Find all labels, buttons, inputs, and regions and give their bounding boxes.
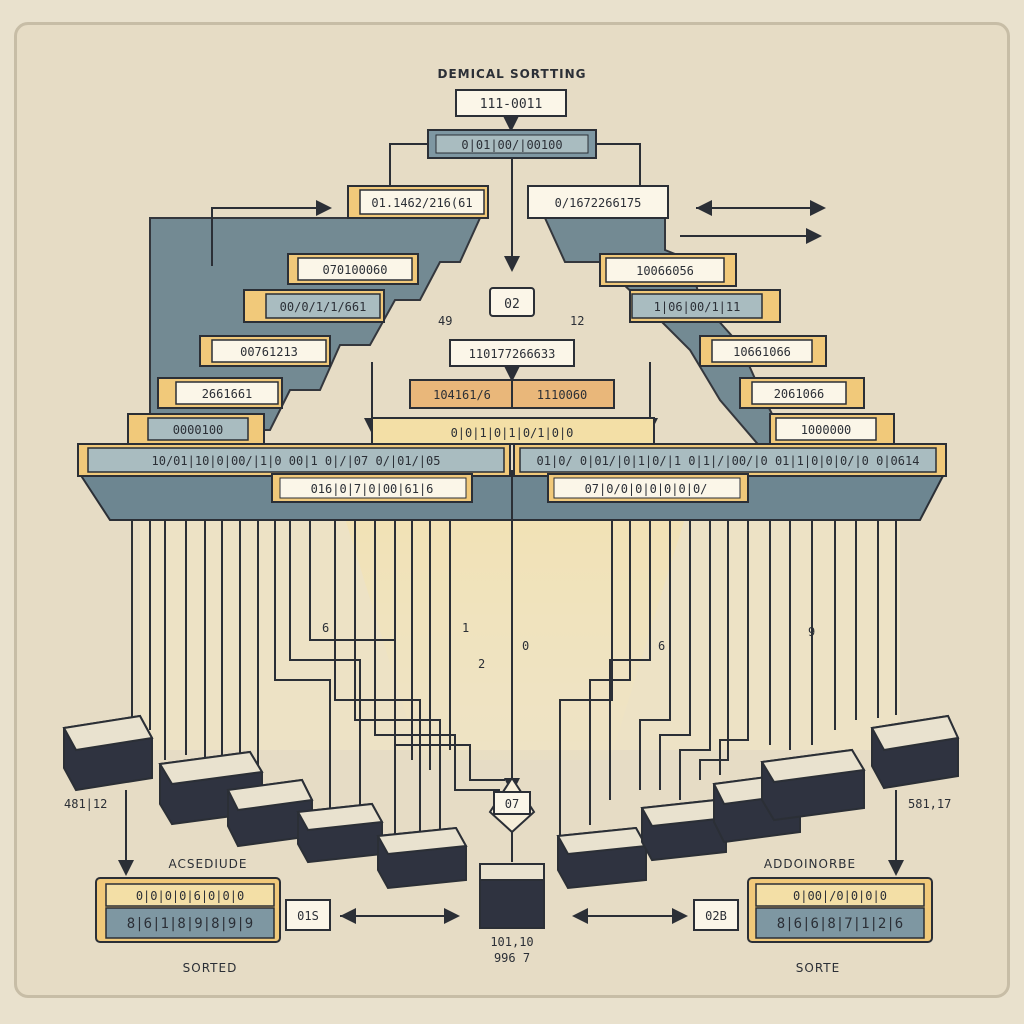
diagram-title: DEMICAL SORTTING <box>437 67 586 81</box>
sub-left-inner <box>279 477 467 499</box>
root-branch-lines <box>389 143 641 185</box>
bucket-stack-left-1 <box>62 714 154 792</box>
left-small-box <box>285 899 331 931</box>
lane-number-1: 6 <box>322 621 329 635</box>
center-stack-line-2: 996 7 <box>494 951 530 965</box>
bucket-stack-right-4 <box>760 748 866 822</box>
lane-number-5: 6 <box>658 639 665 653</box>
left-feedback-arrow <box>211 200 332 266</box>
right-branch-item-2: 10066056 <box>636 264 694 278</box>
right-result-top: 0|00|/0|0|0|0 <box>793 889 887 903</box>
right-result-bottom: 8|6|6|8|7|1|2|6 <box>777 916 903 932</box>
right-branch-item-1: 0/1672266175 <box>555 196 642 210</box>
bucket-stack-right-5 <box>870 714 960 790</box>
bucket-stack-left-5 <box>376 826 468 890</box>
lane-number-2: 1 <box>462 621 469 635</box>
right-result-array: 0|00|/0|0|0|0 8|6|6|8|7|1|2|6 <box>747 877 933 943</box>
right-small-label: 02B <box>705 909 727 923</box>
left-branch-item-4: 00761213 <box>240 345 298 359</box>
left-result-array: 0|0|0|0|6|0|0|0 8|6|1|8|9|8|9|9 <box>95 877 281 943</box>
left-branch-item-2: 070100060 <box>322 263 387 277</box>
right-sorted-label: SORTE <box>796 961 840 975</box>
center-node-box <box>493 791 531 815</box>
right-asc-label: ADDOINORBE <box>764 857 856 871</box>
center-label: 02 <box>504 297 520 312</box>
bucket-stack-left-4 <box>296 802 384 864</box>
wide-left-array: 10/01|10|0|00/|1|0 00|1 0|/|07 0/|01/|05 <box>152 454 441 468</box>
left-result-top: 0|0|0|0|6|0|0|0 <box>136 889 244 903</box>
right-branch-item-5: 2061066 <box>774 387 825 401</box>
left-sorted-label: SORTED <box>183 961 238 975</box>
right-number: 12 <box>570 314 584 328</box>
center-node: 07 <box>505 797 519 811</box>
right-branch: 0/1672266175 10066056 1|06|00/1|11 10661… <box>527 185 895 471</box>
lane-number-3: 2 <box>478 657 485 671</box>
left-count: 481|12 <box>64 797 107 811</box>
bucket-stacks <box>62 714 960 929</box>
left-branch: 01.1462/216(61 070100060 00/0/1/1/661 00… <box>127 185 489 445</box>
lane-background <box>140 520 900 750</box>
right-branch-item-6: 1000000 <box>801 423 852 437</box>
bucket-lanes <box>131 520 897 840</box>
left-branch-item-1: 01.1462/216(61 <box>371 196 472 210</box>
left-asc-label: ACSEDIUDE <box>169 857 248 871</box>
center-stack-line-1: 101,10 <box>490 935 533 949</box>
left-result-bottom: 8|6|1|8|9|8|9|9 <box>127 916 253 932</box>
left-number: 49 <box>438 314 452 328</box>
mid-pair-left: 104161/6 <box>433 388 491 402</box>
bucket-stack-right-1 <box>556 826 648 890</box>
left-branch-item-3: 00/0/1/1/661 <box>280 300 367 314</box>
wide-left-inner <box>87 447 505 473</box>
wide-right-inner <box>519 447 937 473</box>
wide-right-array: 01|0/ 0|01/|0|1|0/|1 0|1|/|00/|0 01|1|0|… <box>537 454 920 468</box>
right-count: 581,17 <box>908 797 951 811</box>
left-small-label: 01S <box>297 909 319 923</box>
bucket-stack-left-3 <box>226 778 314 848</box>
sub-right-array: 07|0/0|0|0|0|0|0/ <box>585 482 708 496</box>
root-array: 0|01|00/|00100 <box>461 138 562 152</box>
right-branch-item-3: 1|06|00/1|11 <box>654 300 741 314</box>
sub-right-inner <box>553 477 741 499</box>
mid-pair-right: 1110060 <box>537 388 588 402</box>
root-array-inner <box>435 134 589 154</box>
mid-top: 110177266633 <box>469 347 556 361</box>
bucket-stack-right-2 <box>640 798 728 862</box>
left-branch-item-6: 0000100 <box>173 423 224 437</box>
bucket-stack-center <box>479 863 545 929</box>
right-branch-item-4: 10661066 <box>733 345 791 359</box>
lane-number-6: 9 <box>808 625 815 639</box>
lane-number-4: 0 <box>522 639 529 653</box>
center-label-box <box>489 287 535 317</box>
right-small-box <box>693 899 739 931</box>
sub-left-array: 016|0|7|0|00|61|6 <box>311 482 434 496</box>
mid-strip: 0|0|1|0|1|0/1|0|0 <box>451 426 574 440</box>
left-branch-item-5: 2661661 <box>202 387 253 401</box>
top-value: 111-0011 <box>480 97 543 112</box>
